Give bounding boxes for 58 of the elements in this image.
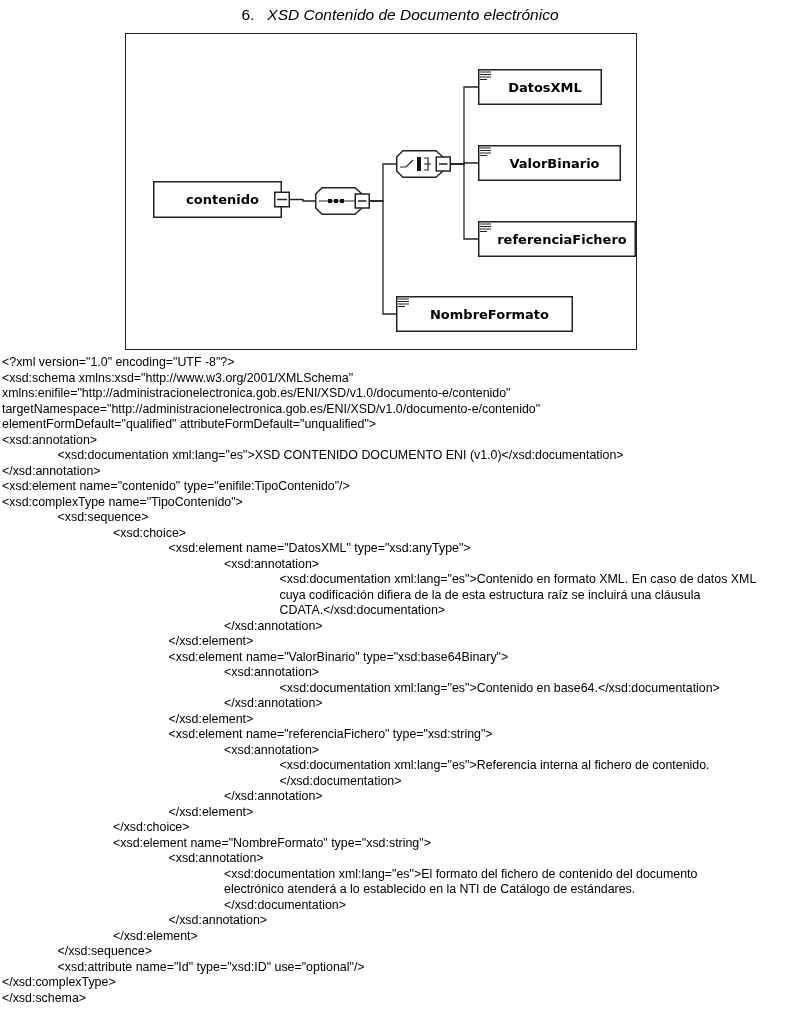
sequence-symbol [315,187,370,215]
code-line: </xsd:element> [168,711,254,727]
code-line: </xsd:annotation> [224,618,323,634]
code-line: <xsd:documentation xml:lang="es">Contenido en base64.</xsd:documentation> [279,680,720,696]
code-line: cuya codificación difiera de la de esta estructura raíz se incluirá una cláusula [279,587,701,603]
code-line: <xsd:annotation> [224,742,320,758]
code-line: <xsd:element name="ValorBinario" type="xsd:base64Binary"> [168,649,509,665]
code-line: <xsd:documentation xml:lang="es">Contenido en formato XML. En caso de datos XML [279,572,757,587]
code-line: </xsd:schema> [2,990,87,1006]
code-line: </xsd:annotation> [224,789,323,804]
code-line: elementFormDefault="qualified" attributeFormDefault="unqualified"> [2,417,377,432]
element-name: ValorBinario [508,155,600,171]
code-line: <xsd:annotation> [224,665,320,680]
code-line: </xsd:annotation> [224,696,323,711]
element-box [478,69,602,105]
code-line: <xsd:annotation> [224,556,320,572]
code-line: <xsd:documentation xml:lang="es">XSD CONTENIDO DOCUMENTO ENI (v1.0)</xsd:documentation> [57,448,624,463]
code-line: <xsd:documentation xml:lang="es">Referencia interna al fichero de contenido. [279,758,710,773]
code-line: <xsd:choice> [113,525,186,541]
code-line: </xsd:complexType> [2,975,116,990]
code-line: <xsd:annotation> [168,851,264,866]
element-box [396,296,573,332]
element-box [153,181,290,218]
connector-line [369,200,397,315]
element-name: contenido [185,192,259,207]
code-line: <xsd:attribute name="Id" type="xsd:ID" use="optional"/> [57,959,365,975]
element-name: NombreFormato [428,306,550,322]
code-line: <xsd:complexType name="TipoContenido"> [2,494,243,510]
connector-line [289,198,316,202]
code-line: targetNamespace="http://administracionelectronica.gob.es/ENI/XSD/v1.0/documento-e/contenido" [2,401,541,417]
code-line: <xsd:schema xmlns:xsd="http://www.w3.org/2001/XMLSchema" [2,370,354,386]
code-line: CDATA.</xsd:documentation> [279,603,446,618]
code-line: <xsd:element name="DatosXML" type="xsd:anyType"> [168,541,471,556]
choice-symbol [396,150,451,178]
figure-title: 6. XSD Contenido de Documento electrónico [240,6,560,24]
code-line: <xsd:sequence> [57,510,149,525]
code-line: <xsd:element name="contenido" type="enifile:TipoContenido"/> [2,479,350,494]
code-line: </xsd:element> [113,928,198,944]
code-line: </xsd:annotation> [168,913,267,928]
code-line: </xsd:documentation> [279,773,402,789]
connector-line [450,163,479,240]
code-line: <xsd:element name="NombreFormato" type="xsd:string"> [113,835,431,851]
code-line: <xsd:element name="referenciaFichero" type="xsd:string"> [168,727,493,742]
element-name: DatosXML [507,79,582,95]
code-line: <?xml version="1.0" encoding="UTF -8"?> [2,355,235,370]
code-line: <xsd:annotation> [2,432,98,448]
element-name: referenciaFichero [496,231,627,247]
element-box [478,221,636,257]
code-line: </xsd:documentation> [224,897,346,913]
code-line: electrónico atenderá a lo establecido en la NTI de Catálogo de estándares. [224,882,636,897]
code-line: </xsd:annotation> [2,463,101,479]
code-line: <xsd:documentation xml:lang="es">El formato del fichero de contenido del documento [224,866,698,882]
code-line: </xsd:sequence> [57,944,152,959]
code-line: </xsd:element> [168,804,254,820]
element-box [478,145,621,181]
code-line: xmlns:enifile="http://administracionelectronica.gob.es/ENI/XSD/v1.0/documento-e/contenido" [2,386,511,401]
code-line: </xsd:element> [168,634,254,649]
code-line: </xsd:choice> [113,820,190,835]
